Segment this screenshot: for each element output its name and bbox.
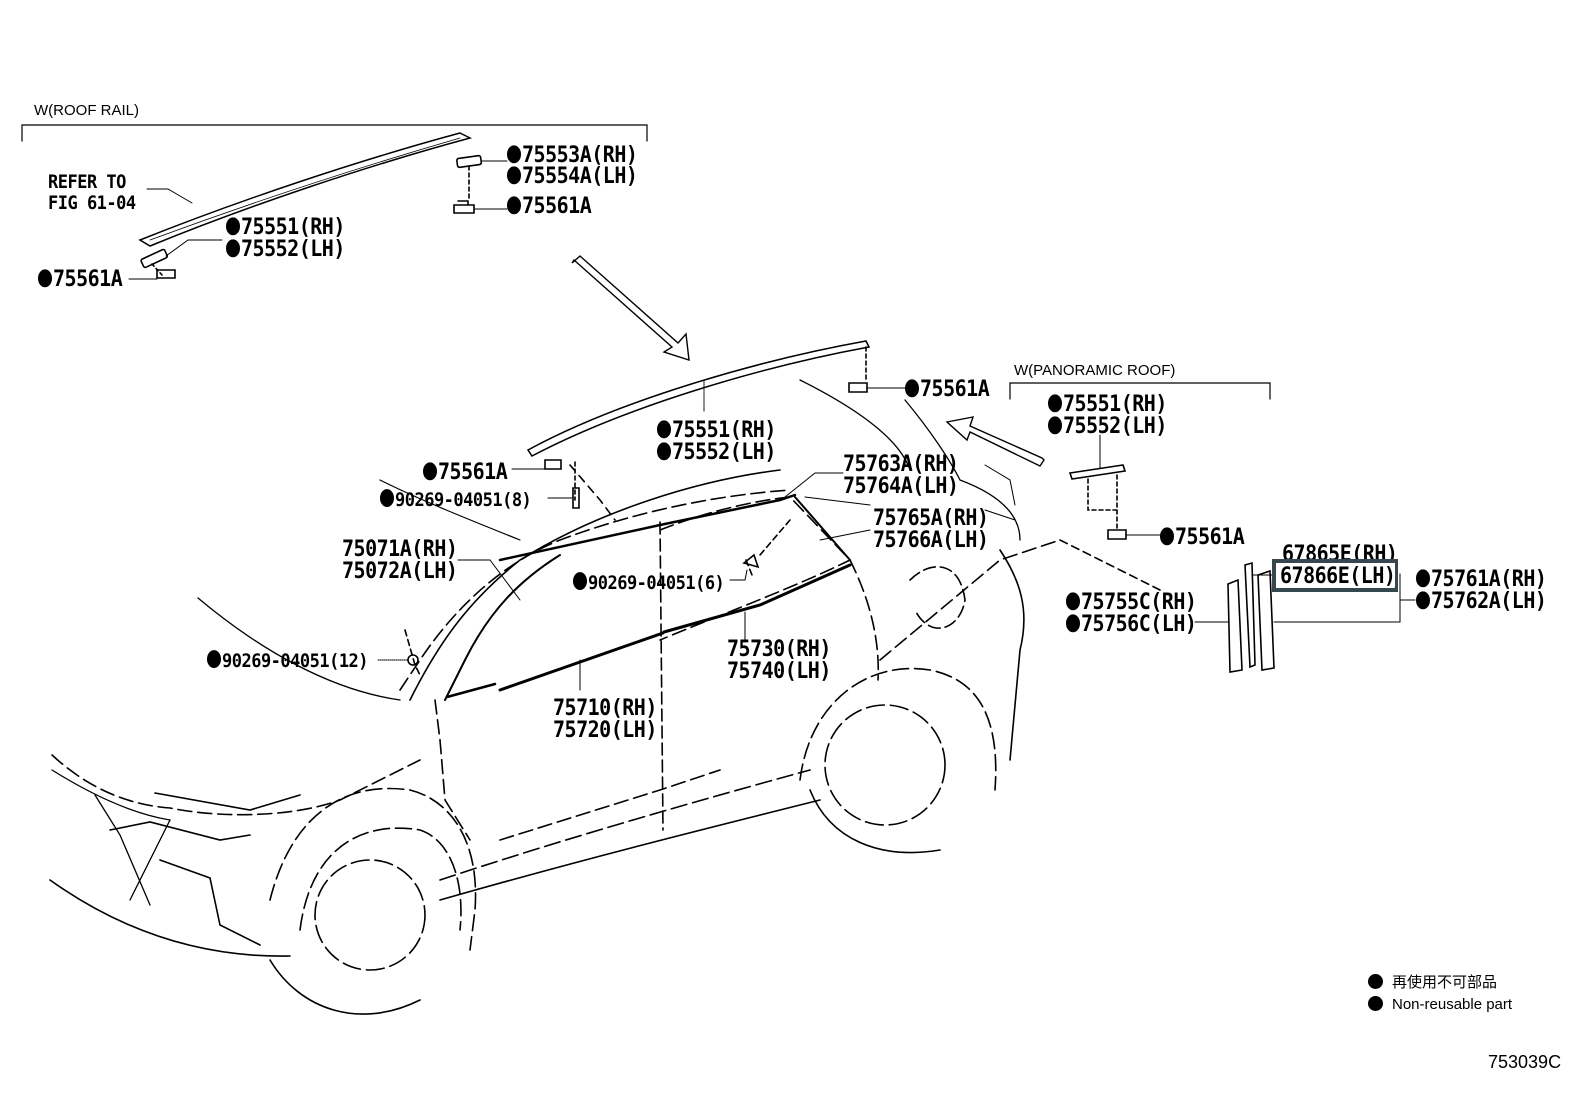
- refer-leader: [146, 188, 193, 204]
- callout-75761A[interactable]: 75761A(RH): [1416, 566, 1547, 591]
- figure-id: 753039C: [1488, 1052, 1562, 1072]
- windshield: [444, 554, 561, 701]
- callout-clip-6[interactable]: 90269-04051(6): [573, 571, 725, 596]
- callout-75554A[interactable]: 75554A(LH): [507, 163, 638, 188]
- nonreusable-dot-icon: [1368, 996, 1383, 1011]
- callout-67866E[interactable]: 67866E(LH): [1280, 561, 1396, 589]
- callout-75552-main[interactable]: 75552(LH): [657, 439, 776, 464]
- upper-moulding: [498, 493, 797, 562]
- belt-moulding-front: [498, 631, 665, 692]
- callout-75762A[interactable]: 75762A(LH): [1416, 588, 1547, 613]
- nonreusable-dot-icon: [38, 269, 52, 288]
- callout-75551-panoramic[interactable]: 75551(RH): [1048, 391, 1167, 416]
- callout-clip-8[interactable]: 90269-04051(8): [380, 488, 532, 513]
- nonreusable-dot-icon: [1048, 394, 1062, 413]
- nonreusable-dot-icon: [1048, 416, 1062, 435]
- callout-75551-roofrail[interactable]: 75551(RH): [226, 214, 345, 239]
- callout-75561A-roofrail-rear[interactable]: 75561A: [507, 193, 592, 218]
- callout-75561A-main-rear[interactable]: 75561A: [905, 376, 990, 401]
- rocker-panel: [439, 769, 811, 881]
- section-label-panoramic-roof: W(PANORAMIC ROOF): [1014, 362, 1176, 379]
- nonreusable-dot-icon: [657, 442, 671, 461]
- nonreusable-dot-icon: [1066, 614, 1080, 633]
- callout-75763A[interactable]: 75763A(RH): [843, 449, 959, 477]
- nonreusable-dot-icon: [1416, 591, 1430, 610]
- refer-note-line1: REFER TO: [48, 171, 126, 194]
- legend-item-en: Non-reusable part: [1368, 996, 1512, 1013]
- nonreusable-dot-icon: [657, 420, 671, 439]
- nonreusable-dot-icon: [1368, 974, 1383, 989]
- belt-moulding-rear: [662, 563, 852, 634]
- roof-rail-part: [138, 132, 473, 247]
- rear-wheel: [824, 704, 946, 826]
- pillar-garnish-inner: [1257, 569, 1275, 671]
- nonreusable-dot-icon: [207, 650, 221, 669]
- panoramic-roof-bracket: [1009, 382, 1271, 400]
- callout-75730[interactable]: 75730(RH): [727, 634, 831, 662]
- callout-75710[interactable]: 75710(RH): [553, 693, 657, 721]
- callout-75765A[interactable]: 75765A(RH): [873, 503, 989, 531]
- nonreusable-dot-icon: [423, 462, 437, 481]
- nonreusable-dot-icon: [1160, 527, 1174, 546]
- callout-clip-12[interactable]: 90269-04051(12): [207, 649, 369, 674]
- nonreusable-dot-icon: [905, 379, 919, 398]
- arrow-down-right: [571, 255, 690, 361]
- nonreusable-dot-icon: [226, 239, 240, 258]
- nonreusable-dot-icon: [507, 196, 521, 215]
- front-wheel-arch: [269, 787, 477, 951]
- callout-75551-main[interactable]: 75551(RH): [657, 417, 776, 442]
- nonreusable-dot-icon: [573, 572, 587, 591]
- nonreusable-dot-icon: [226, 217, 240, 236]
- callout-75764A[interactable]: 75764A(LH): [843, 471, 959, 499]
- highlight-box: [1272, 559, 1398, 592]
- car-hood: [197, 597, 401, 701]
- callout-75561A-roofrail-front[interactable]: 75561A: [38, 266, 123, 291]
- nonreusable-dot-icon: [507, 166, 521, 185]
- clip-icon: [453, 200, 475, 214]
- callout-75756C[interactable]: 75756C(LH): [1066, 611, 1197, 636]
- pillar-garnish-mid: [1244, 561, 1256, 669]
- callout-75561A-main-front[interactable]: 75561A: [423, 459, 508, 484]
- legend-item-jp: 再使用不可部品: [1368, 971, 1497, 992]
- callout-75072A[interactable]: 75072A(LH): [342, 556, 458, 584]
- pillar-garnish-outer: [1227, 578, 1243, 673]
- callout-75071A[interactable]: 75071A(RH): [342, 534, 458, 562]
- arrow-up-left: [945, 416, 1045, 467]
- roof-rail-bracket: [21, 124, 648, 142]
- nonreusable-dot-icon: [507, 145, 521, 164]
- callout-75766A[interactable]: 75766A(LH): [873, 525, 989, 553]
- rear-quarter: [849, 559, 880, 681]
- nonreusable-dot-icon: [1416, 569, 1430, 588]
- front-wheel: [314, 859, 426, 971]
- callout-75561A-panoramic[interactable]: 75561A: [1160, 524, 1245, 549]
- callout-75553A[interactable]: 75553A(RH): [507, 142, 638, 167]
- rear-wheel-arch: [799, 667, 997, 791]
- section-label-roof-rail: W(ROOF RAIL): [34, 102, 139, 119]
- callout-75740[interactable]: 75740(LH): [727, 656, 831, 684]
- nonreusable-dot-icon: [1066, 592, 1080, 611]
- roof-moulding: [526, 340, 871, 457]
- callout-75720[interactable]: 75720(LH): [553, 715, 657, 743]
- refer-note-line2: FIG 61-04: [48, 192, 136, 215]
- callout-75552-roofrail[interactable]: 75552(LH): [226, 236, 345, 261]
- nonreusable-dot-icon: [380, 489, 394, 508]
- callout-75755C[interactable]: 75755C(RH): [1066, 589, 1197, 614]
- callout-75552-panoramic[interactable]: 75552(LH): [1048, 413, 1167, 438]
